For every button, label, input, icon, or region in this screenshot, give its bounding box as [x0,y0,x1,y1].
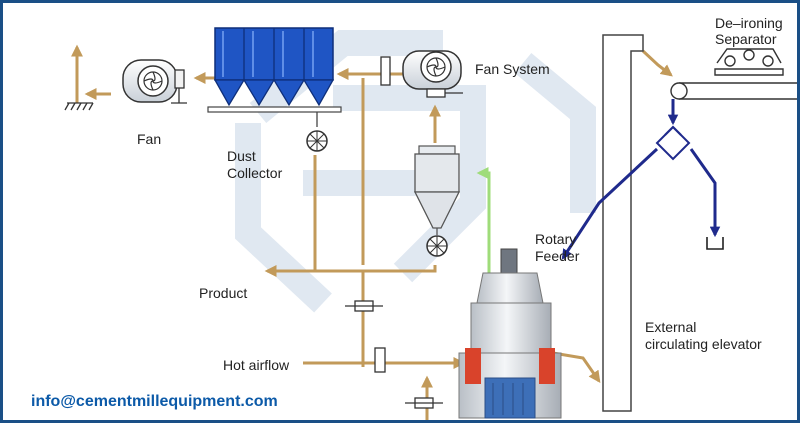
bin [706,237,724,250]
label-hot-airflow: Hot airflow [223,357,290,373]
label-product: Product [199,285,248,301]
label-fan-system: Fan System [475,61,550,77]
cyclone-separator [413,145,461,257]
label-rotary-line1: Rotary [535,231,577,247]
label-fan: Fan [137,131,162,147]
fan-unit [64,59,187,111]
fan-impeller-icon [143,71,163,91]
fan-system-impeller-icon [426,57,446,77]
label-rotary-line2: Feeder [535,248,580,264]
label-deironing-line1: De–ironing [715,15,783,31]
deironing-separator [714,48,784,76]
process-flow-diagram [64,27,797,420]
label-external-line2: circulating elevator [645,336,762,352]
label-dust-collector-line1: Dust [227,148,256,164]
valves [345,300,443,409]
belt-conveyor [670,82,797,100]
vertical-mill [458,248,562,419]
label-deironing-line2: Separator [715,31,777,47]
contact-email[interactable]: info@cementmillequipment.com [31,393,278,410]
label-external-line1: External [645,319,697,335]
label-dust-collector-line2: Collector [227,165,283,181]
dust-collector [207,27,342,152]
external-elevator [602,34,644,412]
diverter-valve [655,125,691,161]
material-lines [561,99,721,260]
airflow-arrow [476,167,491,273]
ground-symbol-icon [64,102,94,111]
fan-system [380,50,463,98]
